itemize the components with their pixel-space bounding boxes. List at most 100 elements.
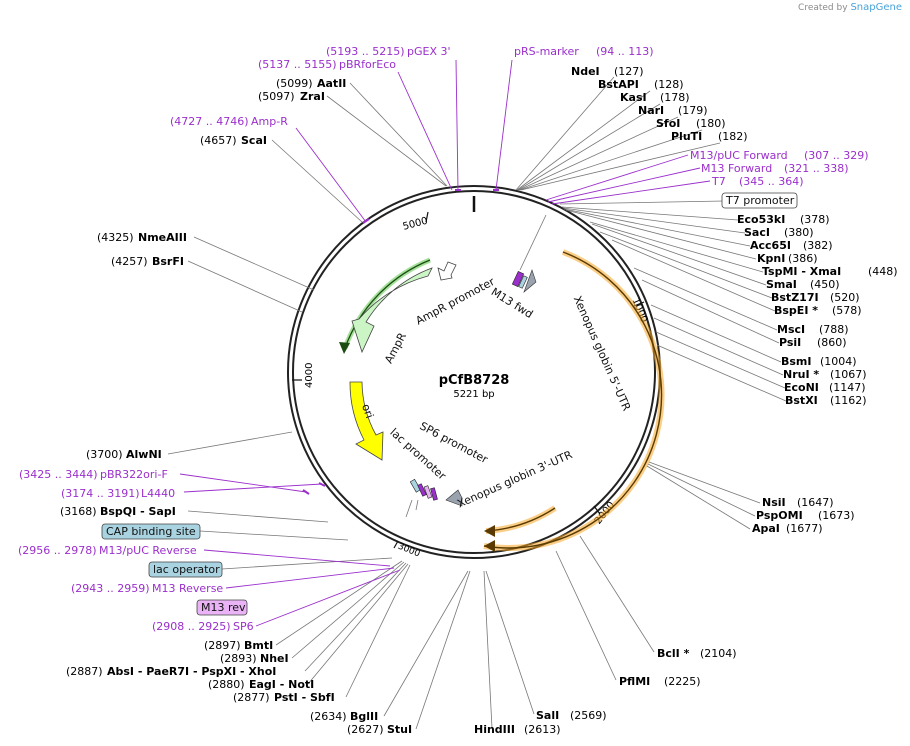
site-pos: (380) <box>784 226 814 239</box>
site-name: BstZ17I <box>771 291 819 304</box>
primer-name: pGEX 3' <box>407 45 451 58</box>
orf-arc-inner <box>485 505 557 534</box>
site-pos: (2897) <box>204 639 241 652</box>
primer-range: (2956 .. 2978) <box>18 544 97 557</box>
tick-label-5000: 5000 <box>402 216 429 233</box>
site-pos: (2893) <box>220 652 257 665</box>
tick-5000: 5000 <box>402 211 429 233</box>
primer-range: (2908 .. 2925) <box>152 620 231 633</box>
site-name: NheI <box>260 652 289 665</box>
primer-range: (94 .. 113) <box>596 45 654 58</box>
site-pos: (2104) <box>700 647 737 660</box>
primer-range: (3174 .. 3191) <box>61 487 140 500</box>
site-name: AatII <box>317 77 346 90</box>
site-pos: (448) <box>868 265 898 278</box>
site-name: PsiI <box>779 336 801 349</box>
t7-promoter-label: T7 promoter <box>725 194 795 207</box>
lac-region-bar-3 <box>423 485 433 499</box>
ampr-promoter-arrow <box>437 261 457 281</box>
site-name: MscI <box>777 323 805 336</box>
primer-name: Amp-R <box>251 115 288 128</box>
site-pos: (2887) <box>66 665 103 678</box>
primer-name: L4440 <box>141 487 175 500</box>
site-pos: (179) <box>678 104 708 117</box>
site-pos: (4657) <box>200 134 237 147</box>
site-pos: (2880) <box>208 678 245 691</box>
boxed-labels: T7 promoter CAP binding site lac operato… <box>101 192 798 616</box>
cap-binding-site-box <box>101 523 201 540</box>
site-name: PspOMI <box>756 509 803 522</box>
site-pos: (382) <box>803 239 833 252</box>
primer-name: SP6 <box>233 620 254 633</box>
feature-label-ori: ori <box>359 402 376 420</box>
primer-range: (5193 .. 5215) <box>326 45 405 58</box>
site-pos: (1647) <box>797 496 834 509</box>
ampr-outer-arrowhead <box>339 342 350 354</box>
primer-name: M13 Forward <box>701 162 772 175</box>
site-pos: (178) <box>660 91 690 104</box>
site-name: EcoNI <box>784 381 819 394</box>
primer-name: M13/pUC Reverse <box>99 544 197 557</box>
site-name: BsmI <box>781 355 812 368</box>
site-name: ScaI <box>241 134 267 147</box>
site-pos: (2877) <box>233 691 270 704</box>
primer-range: (307 .. 329) <box>804 149 869 162</box>
site-name: SfoI <box>656 117 680 130</box>
cap-binding-site-label: CAP binding site <box>106 525 196 538</box>
site-name: BsrFI <box>152 255 184 268</box>
tick-4000: 4000 <box>292 363 315 388</box>
site-pos: (1004) <box>820 355 857 368</box>
site-name: TspMI - XmaI <box>762 265 841 278</box>
m13-fwd-marker <box>511 270 525 288</box>
primer-range: (3425 .. 3444) <box>19 468 98 481</box>
site-name: BclI * <box>657 647 690 660</box>
site-name: PflMI <box>619 675 650 688</box>
plasmid-name: pCfB8728 <box>439 373 510 388</box>
orf-arrowhead-outer <box>484 540 495 552</box>
site-name: AbsI - PaeR7I - PspXI - XhoI <box>107 665 276 678</box>
site-pos: (4325) <box>97 231 134 244</box>
m13-rev-label: M13 rev <box>201 601 246 614</box>
ori-feature <box>349 381 384 461</box>
orf-arrowhead-inner <box>484 525 495 537</box>
site-pos: (2225) <box>664 675 701 688</box>
site-name: BstXI <box>785 394 818 407</box>
primer-range: (2943 .. 2959) <box>71 582 150 595</box>
site-name: BspEI * <box>774 304 818 317</box>
site-name: NarI <box>638 104 664 117</box>
site-pos: (5097) <box>258 90 295 103</box>
site-name: BspQI - SapI <box>100 505 176 518</box>
site-name: KasI <box>620 91 647 104</box>
sp6-promoter-arrow <box>445 489 463 507</box>
site-pos: (5099) <box>276 77 313 90</box>
site-name: HindIII <box>474 723 515 736</box>
site-name: BmtI <box>244 639 273 652</box>
site-pos: (2634) <box>310 710 347 723</box>
site-pos: (1677) <box>786 522 823 535</box>
site-name: Acc65I <box>750 239 791 252</box>
primer-range: (5137 .. 5155) <box>258 58 337 71</box>
primer-name: M13 Reverse <box>152 582 223 595</box>
m13-fwd-arrow <box>523 269 537 293</box>
lac-region-bar-4 <box>430 487 438 501</box>
site-name: NsiI <box>762 496 786 509</box>
tick-label-4000: 4000 <box>304 363 315 388</box>
backbone-inner <box>292 190 656 554</box>
primer-name: M13/pUC Forward <box>690 149 788 162</box>
site-pos: (3700) <box>86 448 123 461</box>
primer-range: (4727 .. 4746) <box>170 115 249 128</box>
site-name: NdeI <box>571 65 600 78</box>
ampr-feature <box>351 267 433 354</box>
site-pos: (1673) <box>818 509 855 522</box>
site-name: PstI - SbfI <box>274 691 335 704</box>
m13-rev-box <box>196 599 248 616</box>
site-name: BglII <box>350 710 378 723</box>
site-pos: (2613) <box>524 723 561 736</box>
primer-labels: (5193 .. 5215) pGEX 3' (5137 .. 5155) pB… <box>18 45 869 633</box>
site-pos: (860) <box>817 336 847 349</box>
site-name: NruI * <box>783 368 819 381</box>
site-pos: (386) <box>788 252 818 265</box>
site-name: SalI <box>536 709 559 722</box>
site-pos: (378) <box>800 213 830 226</box>
